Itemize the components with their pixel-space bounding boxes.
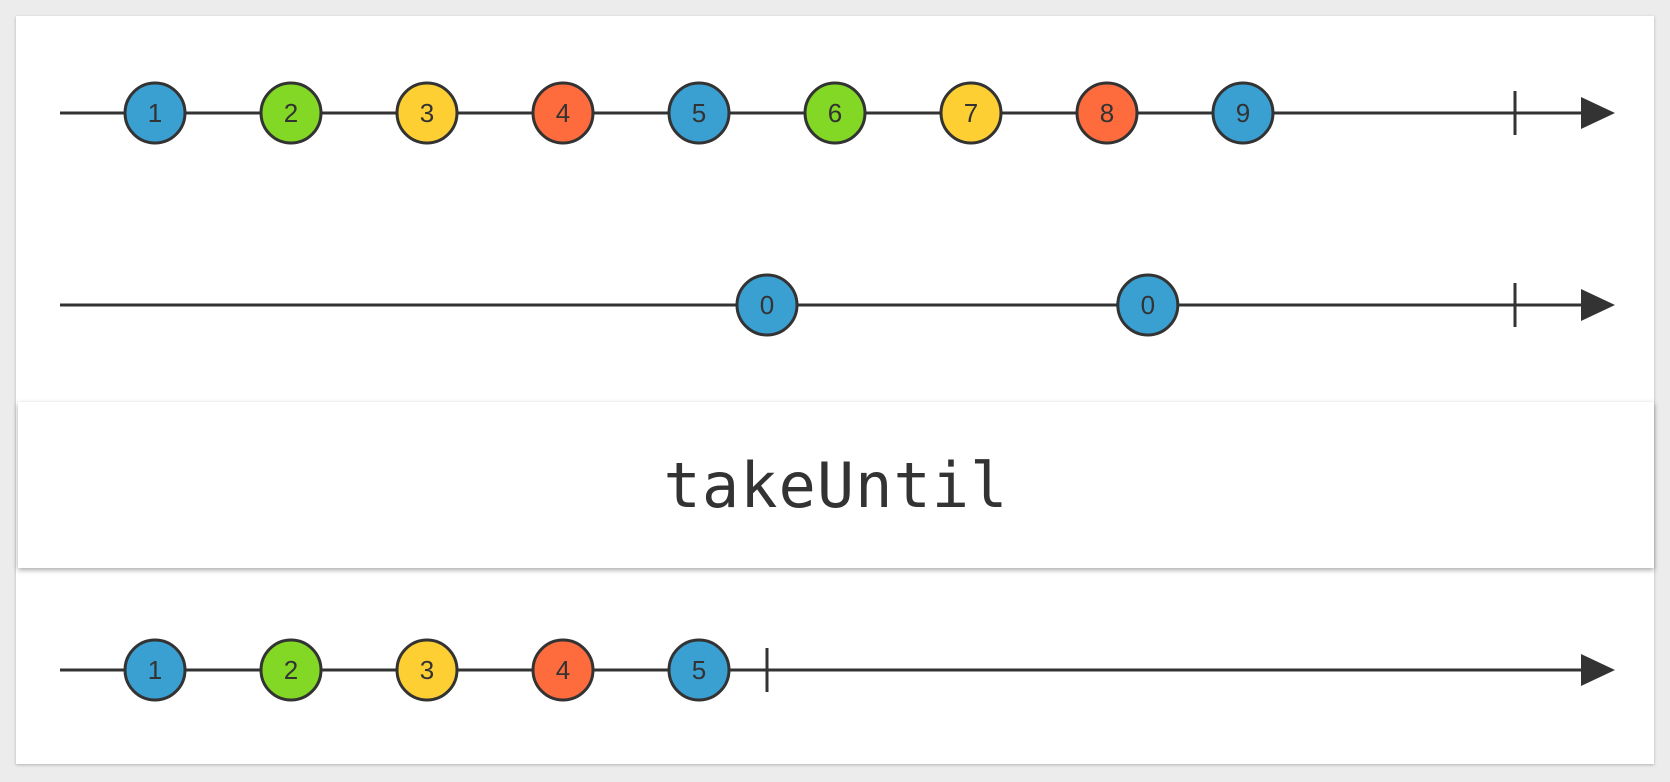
marble-circle xyxy=(1116,273,1180,337)
result-timeline: 1 2 3 4 5 xyxy=(60,638,1615,702)
marble: 8 xyxy=(1075,81,1139,145)
marble-circle xyxy=(531,81,595,145)
marble-label: 5 xyxy=(692,655,706,685)
marble: 4 xyxy=(531,81,595,145)
marble-label: 3 xyxy=(420,98,434,128)
marble-circle xyxy=(803,81,867,145)
marble-circle xyxy=(667,638,731,702)
marble-circle xyxy=(123,81,187,145)
marble-label: 7 xyxy=(964,98,978,128)
operator-box: takeUntil xyxy=(18,402,1654,568)
marble-label: 1 xyxy=(148,98,162,128)
marble-label: 9 xyxy=(1236,98,1250,128)
marble-circle xyxy=(939,81,1003,145)
marble: 5 xyxy=(667,638,731,702)
marble-label: 4 xyxy=(556,98,570,128)
marble: 1 xyxy=(123,81,187,145)
marble: 1 xyxy=(123,638,187,702)
marble: 7 xyxy=(939,81,1003,145)
source-timeline: 1 2 3 4 5 6 7 8 9 xyxy=(60,81,1615,145)
marble-label: 2 xyxy=(284,98,298,128)
marble-label: 4 xyxy=(556,655,570,685)
marble-circle xyxy=(259,638,323,702)
marble-label: 0 xyxy=(760,290,774,320)
marble: 0 xyxy=(1116,273,1180,337)
marble-label: 5 xyxy=(692,98,706,128)
operator-label: takeUntil xyxy=(663,448,1009,522)
marble-label: 1 xyxy=(148,655,162,685)
marble: 3 xyxy=(395,638,459,702)
marble-circle xyxy=(1075,81,1139,145)
marble-label: 8 xyxy=(1100,98,1114,128)
marble: 2 xyxy=(259,638,323,702)
marble-circle xyxy=(259,81,323,145)
marble-circle xyxy=(667,81,731,145)
marble-label: 2 xyxy=(284,655,298,685)
marble-circle xyxy=(395,638,459,702)
timeline-arrowhead xyxy=(1581,654,1615,686)
marble-circle xyxy=(531,638,595,702)
marble-label: 0 xyxy=(1141,290,1155,320)
marble: 2 xyxy=(259,81,323,145)
timeline-arrowhead xyxy=(1581,289,1615,321)
marble-circle xyxy=(123,638,187,702)
marble-circle xyxy=(1211,81,1275,145)
marble: 9 xyxy=(1211,81,1275,145)
timeline-arrowhead xyxy=(1581,97,1615,129)
marble: 5 xyxy=(667,81,731,145)
marble: 4 xyxy=(531,638,595,702)
marble-label: 6 xyxy=(828,98,842,128)
marble-label: 3 xyxy=(420,655,434,685)
marble: 0 xyxy=(735,273,799,337)
marble-circle xyxy=(735,273,799,337)
marble: 3 xyxy=(395,81,459,145)
marble-circle xyxy=(395,81,459,145)
marble: 6 xyxy=(803,81,867,145)
